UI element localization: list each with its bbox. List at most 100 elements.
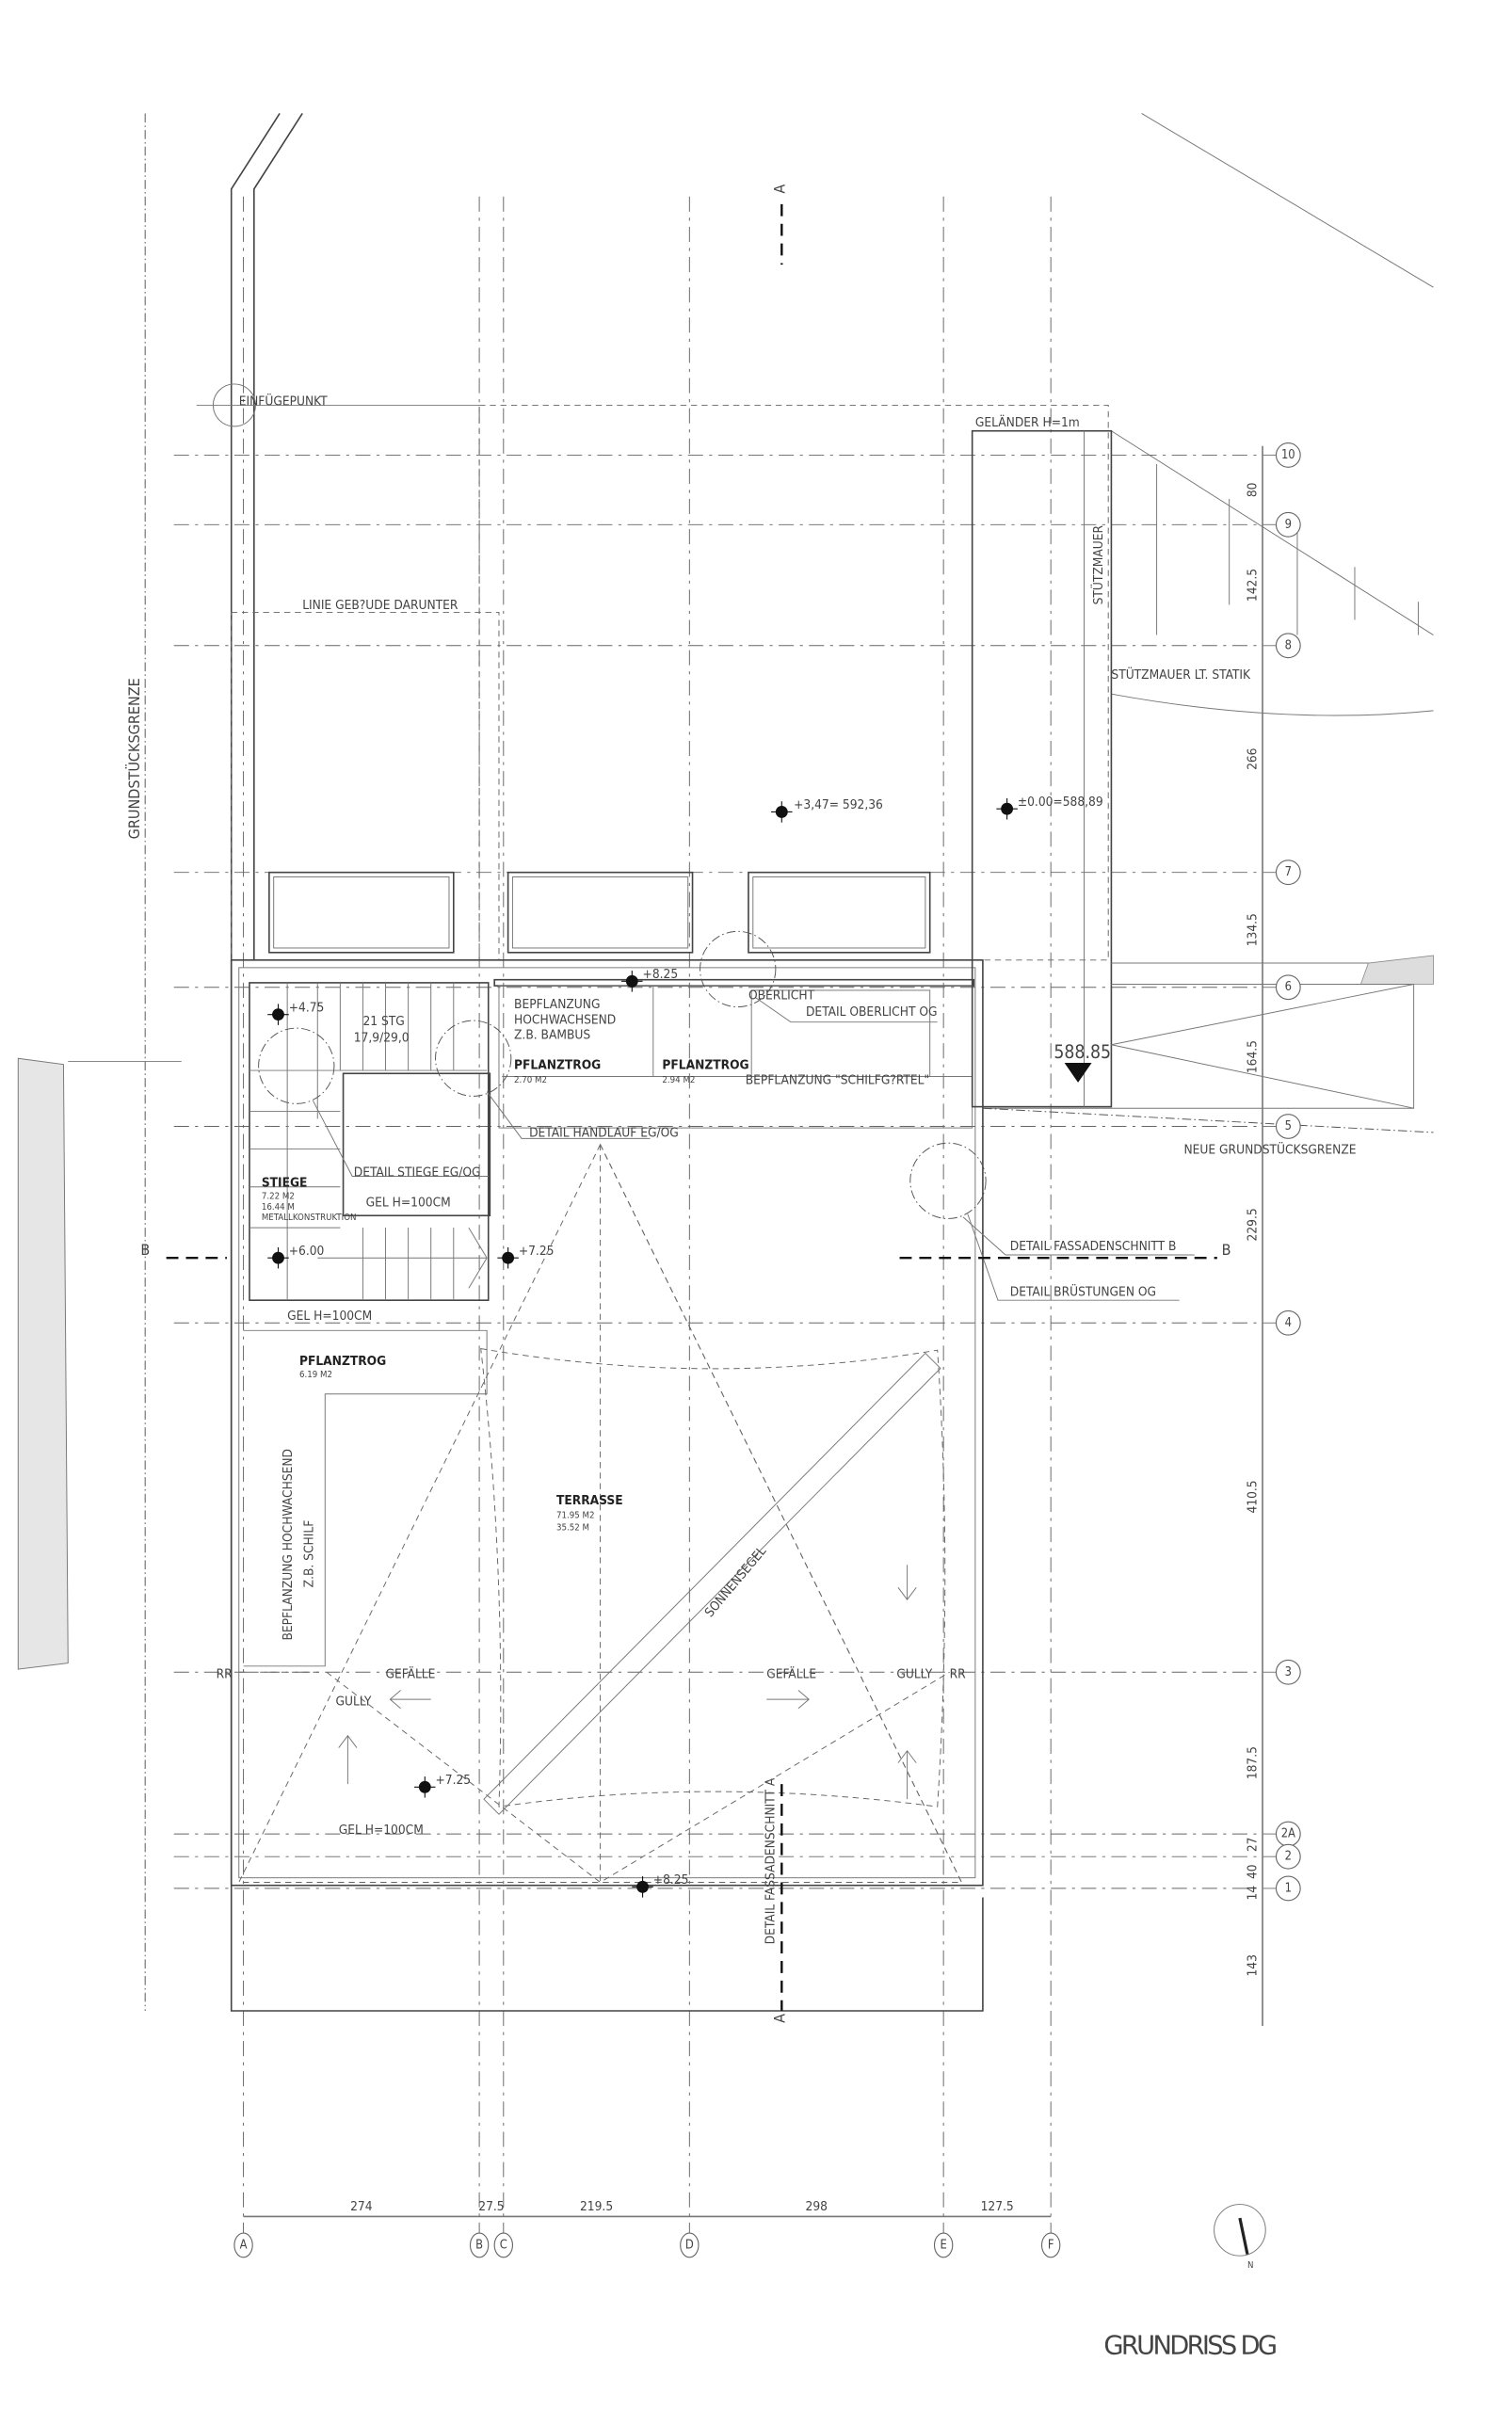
roof-inner-outline (238, 967, 976, 1879)
slope-hatching (1156, 464, 1419, 635)
elevation-markers (267, 797, 1018, 1898)
planter1-name: PFLANZTROG (514, 1057, 601, 1072)
detail-skylight: DETAIL OBERLICHT OG (806, 1004, 938, 1020)
dim-x-label: 27.5 (478, 2199, 504, 2214)
stair-opening (342, 1072, 491, 1217)
terrain-line (1141, 113, 1434, 288)
dim-x-label: 274 (350, 2199, 373, 2214)
slope-label-1: GEFÄLLE (386, 1665, 436, 1682)
grid-axis-D: D (680, 2232, 700, 2258)
dim-y-label: 40 (1246, 1864, 1261, 1879)
railing-note-1: GEL H=100CM (366, 1196, 451, 1211)
svg-text:D: D (685, 2238, 694, 2252)
new-property-line-label: NEUE GRUNDSTÜCKSGRENZE (1183, 1140, 1356, 1157)
grid-axis-A: A (233, 2232, 253, 2258)
stair-name: STIEGE (262, 1176, 308, 1191)
neighbour-building (17, 1057, 69, 1670)
svg-text:E: E (940, 2238, 946, 2252)
grid-axis-5: 5 (1263, 1114, 1301, 1139)
planting1-l1: BEPFLANZUNG (514, 997, 600, 1012)
svg-text:6: 6 (1285, 980, 1292, 994)
dim-y-label: 142.5 (1246, 569, 1261, 602)
grid-axis-B: B (469, 2232, 490, 2258)
dim-x-label: 298 (806, 2199, 828, 2214)
wall-line (253, 113, 303, 960)
svg-text:4: 4 (1285, 1316, 1292, 1330)
railing-note-3: GEL H=100CM (339, 1823, 424, 1838)
svg-text:1: 1 (1285, 1881, 1292, 1895)
planter-left (243, 1329, 488, 1667)
insertion-point-label: EINFÜGEPUNKT (239, 392, 328, 409)
retaining-wall-label: STÜTZMAUER (1089, 525, 1106, 605)
railing-note-2: GEL H=100CM (287, 1309, 372, 1324)
svg-text:10: 10 (1281, 448, 1295, 462)
detail-handrail: DETAIL HANDLAUF EG/OG (529, 1126, 679, 1141)
elevation-1: +3,47= 592,36 (794, 797, 883, 812)
elevation-7: +7.25 (436, 1773, 472, 1788)
grid-axis-2A: 2A (1263, 1821, 1301, 1847)
dim-x-label: 127.5 (981, 2199, 1014, 2214)
dim-y-label: 143 (1246, 1954, 1261, 1976)
terrain-level: 588.85 (1054, 1041, 1111, 1063)
planting2: BEPFLANZUNG "SCHILFG?RTEL" (746, 1073, 929, 1088)
stair (249, 982, 490, 1301)
skylight-label: OBERLICHT (748, 988, 815, 1004)
slope-arrows (338, 1565, 917, 1800)
new-property-line (982, 1107, 1434, 1133)
dim-y-label: 187.5 (1246, 1746, 1261, 1779)
dim-y-label: 27 (1246, 1838, 1261, 1853)
north-arrow-icon (1214, 2204, 1266, 2257)
section-lines (166, 203, 1217, 2011)
grid-axis-8: 8 (1263, 633, 1301, 659)
neighbour-slab (1359, 955, 1434, 985)
insertion-point-icon (212, 383, 256, 427)
elevation-3: +8.25 (643, 967, 679, 982)
slope-label-2: GEFÄLLE (766, 1665, 816, 1682)
section-b-right: B (1222, 1241, 1231, 1259)
building-below-label: LINIE GEB?UDE DARUNTER (302, 598, 458, 613)
dim-y-label: 229.5 (1246, 1208, 1261, 1241)
drawing-title: GRUNDRISS DG (1103, 2332, 1278, 2361)
grid-axis-C: C (493, 2232, 513, 2258)
grid-axis-1: 1 (1263, 1875, 1301, 1902)
detail-markers (258, 930, 1195, 1301)
dim-y-label: 80 (1246, 483, 1261, 498)
stair-treads (249, 982, 488, 1301)
elevation-5: +6.00 (289, 1244, 325, 1259)
retaining-wall-static-label: STÜTZMAUER LT. STATIK (1111, 666, 1251, 683)
planter3-name: PFLANZTROG (299, 1354, 386, 1369)
detail-facade-a: DETAIL FASSADENSCHNITT A (763, 1777, 778, 1944)
svg-text:A: A (240, 2238, 248, 2252)
svg-text:3: 3 (1285, 1665, 1292, 1679)
north-arrow-needle (1238, 2217, 1249, 2255)
building-below-outline (231, 611, 500, 961)
planter2-name: PFLANZTROG (662, 1057, 748, 1072)
detail-facade-b: DETAIL FASSADENSCHNITT B (1010, 1239, 1177, 1254)
planter1-area: 2.70 M2 (514, 1075, 547, 1085)
planter2-area: 2.94 M2 (662, 1075, 695, 1085)
planting3-l1: BEPFLANZUNG HOCHWACHSEND (281, 1449, 296, 1641)
dim-y-label: 410.5 (1246, 1480, 1261, 1513)
terrain-slope (1111, 430, 1434, 635)
stair-area: 7.22 M2 (262, 1192, 295, 1202)
grid-axis-7: 7 (1263, 860, 1301, 886)
grid-axis-4: 4 (1263, 1309, 1301, 1336)
grid-axis-10: 10 (1263, 442, 1301, 468)
grid-axis-E: E (933, 2232, 954, 2258)
sunsail-pole (483, 1352, 941, 1815)
dim-y-label: 134.5 (1246, 913, 1261, 946)
retaining-wall-curve (1111, 693, 1434, 716)
svg-text:F: F (1048, 2238, 1054, 2252)
grid-axis-3: 3 (1263, 1659, 1301, 1685)
gully-label-2: GULLY (896, 1667, 932, 1682)
stair-steps: 21 STG (362, 1014, 404, 1029)
roof-floor-outline (230, 959, 984, 1887)
section-a-bottom: A (771, 2014, 789, 2023)
stair-note: METALLKONSTRUKTION (262, 1213, 357, 1223)
property-line-label: GRUNDSTÜCKSGRENZE (125, 678, 143, 839)
rr-left: RR (217, 1667, 233, 1682)
terrace-perimeter: 35.52 M (556, 1522, 589, 1533)
stair-ratio: 17,9/29,0 (354, 1031, 410, 1046)
terrace-area: 71.95 M2 (556, 1510, 595, 1520)
